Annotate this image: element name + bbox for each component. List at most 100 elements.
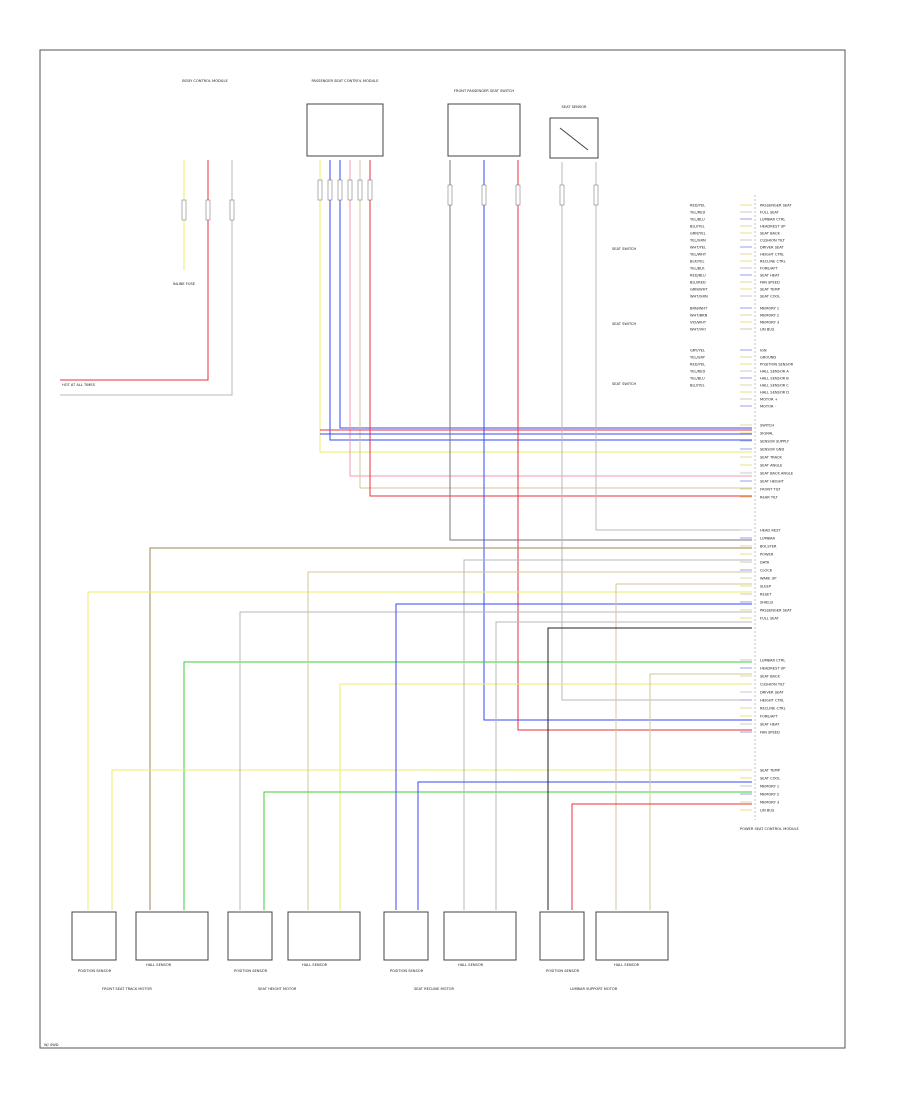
pin-label: SEAT TEMP [760, 288, 781, 292]
wire-motor-16 [571, 803, 752, 910]
connector-stub [515, 184, 521, 206]
pin-label: SEAT TRACK [760, 456, 783, 460]
pin-label: LUMBAR CTRL [760, 659, 785, 663]
seat-switch-label: SEAT SWITCH [612, 382, 636, 386]
motor-title: SEAT RECLINE MOTOR [414, 987, 454, 991]
pin-label: LIN BUS [760, 328, 775, 332]
wire-tag: GRY/YEL [690, 349, 705, 353]
wire-hot-red [60, 160, 209, 381]
wire-hot-grey [60, 160, 233, 396]
pin-label: HEADREST UP [760, 225, 786, 229]
pin-label: FORE/AFT [760, 267, 778, 271]
pin-label: FORE/AFT [760, 715, 778, 719]
position-sensor-label: POSITION SENSOR [390, 969, 424, 973]
wire-tag: YEL/RED [690, 211, 705, 215]
pin-label: RECLINE CTRL [760, 707, 786, 711]
pin-label: MEMORY 3 [760, 801, 779, 805]
pin-label: MEMORY 3 [760, 321, 779, 325]
connector-stub [447, 184, 453, 206]
pin-label: SEAT ANGLE [760, 464, 783, 468]
top-c-label: FRONT PASSENGER SEAT SWITCH [454, 89, 514, 93]
wire-module-b [319, 160, 752, 453]
top-d-label: SEAT SENSOR [562, 105, 587, 109]
right-module-label: POWER SEAT CONTROL MODULE [740, 827, 800, 831]
connector-stub [181, 199, 187, 221]
connector-stub [367, 179, 373, 201]
wire-tag: WHT/GRN [690, 295, 708, 299]
pin-label: HEIGHT CTRL [760, 253, 784, 257]
pin-label: LIN BUS [760, 809, 775, 813]
wire-motor-5 [307, 571, 752, 910]
pin-label: FRONT TILT [760, 488, 781, 492]
motor-title: LUMBAR SUPPORT MOTOR [570, 987, 618, 991]
hall-sensor-label: HALL SENSOR [614, 963, 640, 967]
pin-label: SEAT BACK [760, 675, 780, 679]
wire-tag: WHT/VIO [690, 328, 706, 332]
hot-label: HOT AT ALL TIMES [62, 383, 96, 387]
diagram-border [39, 49, 846, 1049]
wire-motor-13 [615, 583, 752, 910]
wire-tag: VIO/WHT [690, 321, 707, 325]
pin-label: MEMORY 2 [760, 314, 779, 318]
wire-motor-9 [463, 559, 752, 910]
pin-label: FULL SEAT [760, 617, 780, 621]
position-sensor-label: POSITION SENSOR [546, 969, 580, 973]
wire-motor-6 [339, 683, 752, 910]
wire-module-b [369, 160, 752, 497]
wire-motor-3 [87, 591, 752, 910]
wire-motor-2 [183, 661, 752, 910]
pin-label: HALL SENSOR A [760, 370, 789, 374]
pin-label: DRIVER SEAT [760, 246, 784, 250]
wire-tag: YEL/GRN [690, 239, 706, 243]
top-e-label: INLINE FUSE [173, 282, 196, 286]
pin-label: SEAT HEAT [760, 274, 780, 278]
wire-module-b [359, 160, 752, 489]
pin-label: RECLINE CTRL [760, 260, 786, 264]
pin-label: SEAT BACK ANGLE [760, 472, 794, 476]
wire-switch-red [517, 160, 752, 731]
wire-motor-15 [547, 627, 752, 910]
connector-stub [357, 179, 363, 201]
pin-label: HALL SENSOR C [760, 384, 789, 388]
pin-label: SWITCH [760, 424, 774, 428]
wire-tag: BRN/WHT [690, 307, 708, 311]
connector-stub [327, 179, 333, 201]
wire-tag: BLU/RED [690, 281, 706, 285]
wire-tag: YEL/RED [690, 370, 705, 374]
pin-label: HALL SENSOR B [760, 377, 789, 381]
wire-tag: BLU/YEL [690, 225, 705, 229]
pin-label: PASSENGER SEAT [760, 204, 792, 208]
wire-sensor-2 [595, 162, 752, 531]
pin-label: DATA [760, 561, 770, 565]
wire-tag: BLU/YEL [690, 384, 705, 388]
pin-label: SENSOR SUPPLY [760, 440, 790, 444]
pin-label: MEMORY 2 [760, 793, 779, 797]
hall-sensor-label: HALL SENSOR [146, 963, 172, 967]
wire-motor-10 [495, 621, 752, 910]
pin-label: CLOCK [760, 569, 773, 573]
pin-label: LUMBAR [760, 537, 775, 541]
wire-motor-11 [395, 603, 752, 910]
pin-label: SEAT BACK [760, 232, 780, 236]
pin-label: SEAT HEAT [760, 723, 780, 727]
wire-tag: RED/YEL [690, 363, 705, 367]
connector-stub [481, 184, 487, 206]
wire-tag: BLK/YEL [690, 260, 705, 264]
pin-label: SEAT COOL [760, 295, 780, 299]
wire-tag: RED/YEL [690, 204, 705, 208]
pin-label: LUMBAR CTRL [760, 218, 785, 222]
motor-group-2 [227, 911, 361, 961]
pin-label: SENSOR GND [760, 448, 784, 452]
connector-stub [205, 199, 211, 221]
wire-module-b [349, 160, 752, 477]
pin-label: SLEEP [760, 585, 772, 589]
pin-label: DRIVER SEAT [760, 691, 784, 695]
pin-label: RESET [760, 593, 772, 597]
wire-tag: YEL/BLU [690, 377, 705, 381]
wire-switch-blue [483, 160, 752, 721]
sensor-d-switch [559, 127, 589, 151]
connector-stub [593, 184, 599, 206]
wire-tag: YEL/BLK [690, 267, 705, 271]
